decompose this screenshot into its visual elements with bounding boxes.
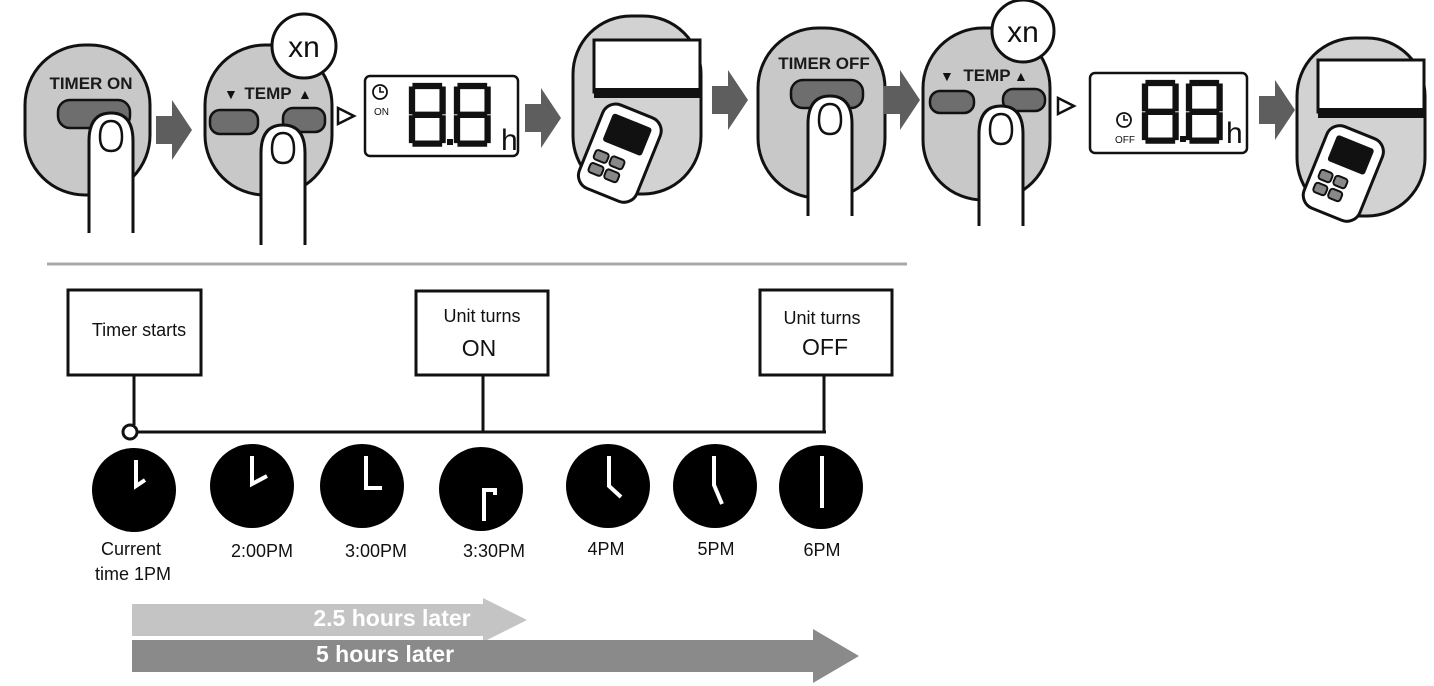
clock-2pm: 2:00PM — [210, 444, 294, 561]
arrow-5-hours-label: 5 hours later — [316, 641, 454, 667]
clock-label: 4PM — [587, 539, 624, 559]
temp-label-on: TEMP — [244, 84, 291, 103]
ac-unit-icon — [1316, 58, 1426, 118]
clock-icon — [320, 444, 404, 528]
step-arrow-icon — [525, 88, 561, 148]
play-icon — [1056, 95, 1077, 117]
temp-up-button[interactable] — [1001, 87, 1047, 113]
step-arrow-icon — [1259, 80, 1295, 140]
clock-label: 6PM — [803, 540, 840, 560]
timer-off-label: TIMER OFF — [778, 54, 870, 73]
repeat-badge: xn — [288, 31, 320, 64]
clock-label: 3:00PM — [345, 541, 407, 561]
box-unit-off: Unit turns OFF — [758, 288, 894, 377]
remote-control-icon — [1301, 124, 1385, 223]
hand-press-icon — [87, 111, 135, 235]
clock-5pm: 5PM — [673, 444, 757, 559]
clock-icon — [1116, 112, 1132, 128]
lcd-mode-off: OFF — [1115, 135, 1135, 146]
clock-label: 3:30PM — [463, 541, 525, 561]
lcd-unit-off: h — [1226, 117, 1243, 150]
timer-on-label: TIMER ON — [49, 74, 132, 93]
remote-control-icon — [576, 102, 663, 204]
step-arrow-icon — [884, 70, 920, 130]
temp-down-icon: ▼ — [224, 86, 238, 102]
clock-4pm: 4PM — [566, 444, 650, 559]
clock-icon — [92, 448, 176, 532]
hand-press-icon — [977, 104, 1025, 228]
lcd-mode-on: ON — [374, 107, 389, 118]
lcd-unit-on: h — [501, 124, 518, 157]
clock-6pm: 6PM — [779, 445, 863, 560]
clock-3pm: 3:00PM — [320, 444, 407, 561]
lcd-display-on: ON h — [363, 74, 520, 158]
clock-label: 5PM — [697, 539, 734, 559]
temp-down-button[interactable] — [928, 89, 976, 115]
ac-remote-scene-on — [571, 14, 703, 204]
ac-unit-icon — [592, 38, 702, 98]
repeat-badge: xn — [1007, 16, 1039, 49]
clock-330pm: 3:30PM — [439, 447, 525, 561]
clock-icon — [372, 84, 388, 100]
box-unit-on: Unit turns ON — [414, 289, 550, 377]
hand-press-icon — [806, 94, 854, 218]
step-timer-off: TIMER OFF — [756, 26, 887, 218]
clock-label: 2:00PM — [231, 541, 293, 561]
timeline-start-marker — [121, 423, 139, 441]
step-temp-adjust-off: ▼ TEMP ▲ xn — [921, 0, 1056, 228]
box-unit-on-line2: ON — [462, 335, 497, 361]
arrow-2-5-hours: 2.5 hours later — [132, 598, 527, 642]
box-unit-off-line1: Unit turns — [783, 308, 860, 328]
timeline-axis — [121, 375, 826, 441]
box-timer-starts: Timer starts — [66, 288, 203, 377]
arrow-5-hours: 5 hours later — [132, 629, 859, 683]
clock-label: time 1PM — [95, 564, 171, 584]
step-arrow-icon — [712, 70, 748, 130]
step-arrow-icon — [156, 100, 192, 160]
hand-press-icon — [259, 123, 307, 247]
temp-up-icon: ▲ — [298, 86, 312, 102]
temp-down-button[interactable] — [208, 108, 260, 136]
temp-up-icon: ▲ — [1014, 68, 1028, 84]
clock-1pm: Current time 1PM — [92, 448, 176, 584]
ac-remote-scene-off — [1295, 36, 1427, 223]
play-icon — [336, 105, 357, 127]
arrow-2-5-hours-label: 2.5 hours later — [313, 605, 470, 631]
clock-label: Current — [101, 539, 161, 559]
temp-label-off: TEMP — [963, 66, 1010, 85]
box-unit-on-line1: Unit turns — [443, 306, 520, 326]
step-temp-adjust-on: ▼ TEMP ▲ xn — [203, 12, 338, 247]
box-unit-off-line2: OFF — [802, 334, 848, 360]
temp-down-icon: ▼ — [940, 68, 954, 84]
box-timer-starts-label: Timer starts — [92, 320, 186, 340]
step-timer-on: TIMER ON — [23, 43, 152, 235]
lcd-display-off: OFF h — [1088, 71, 1249, 155]
clock-icon — [439, 447, 523, 531]
